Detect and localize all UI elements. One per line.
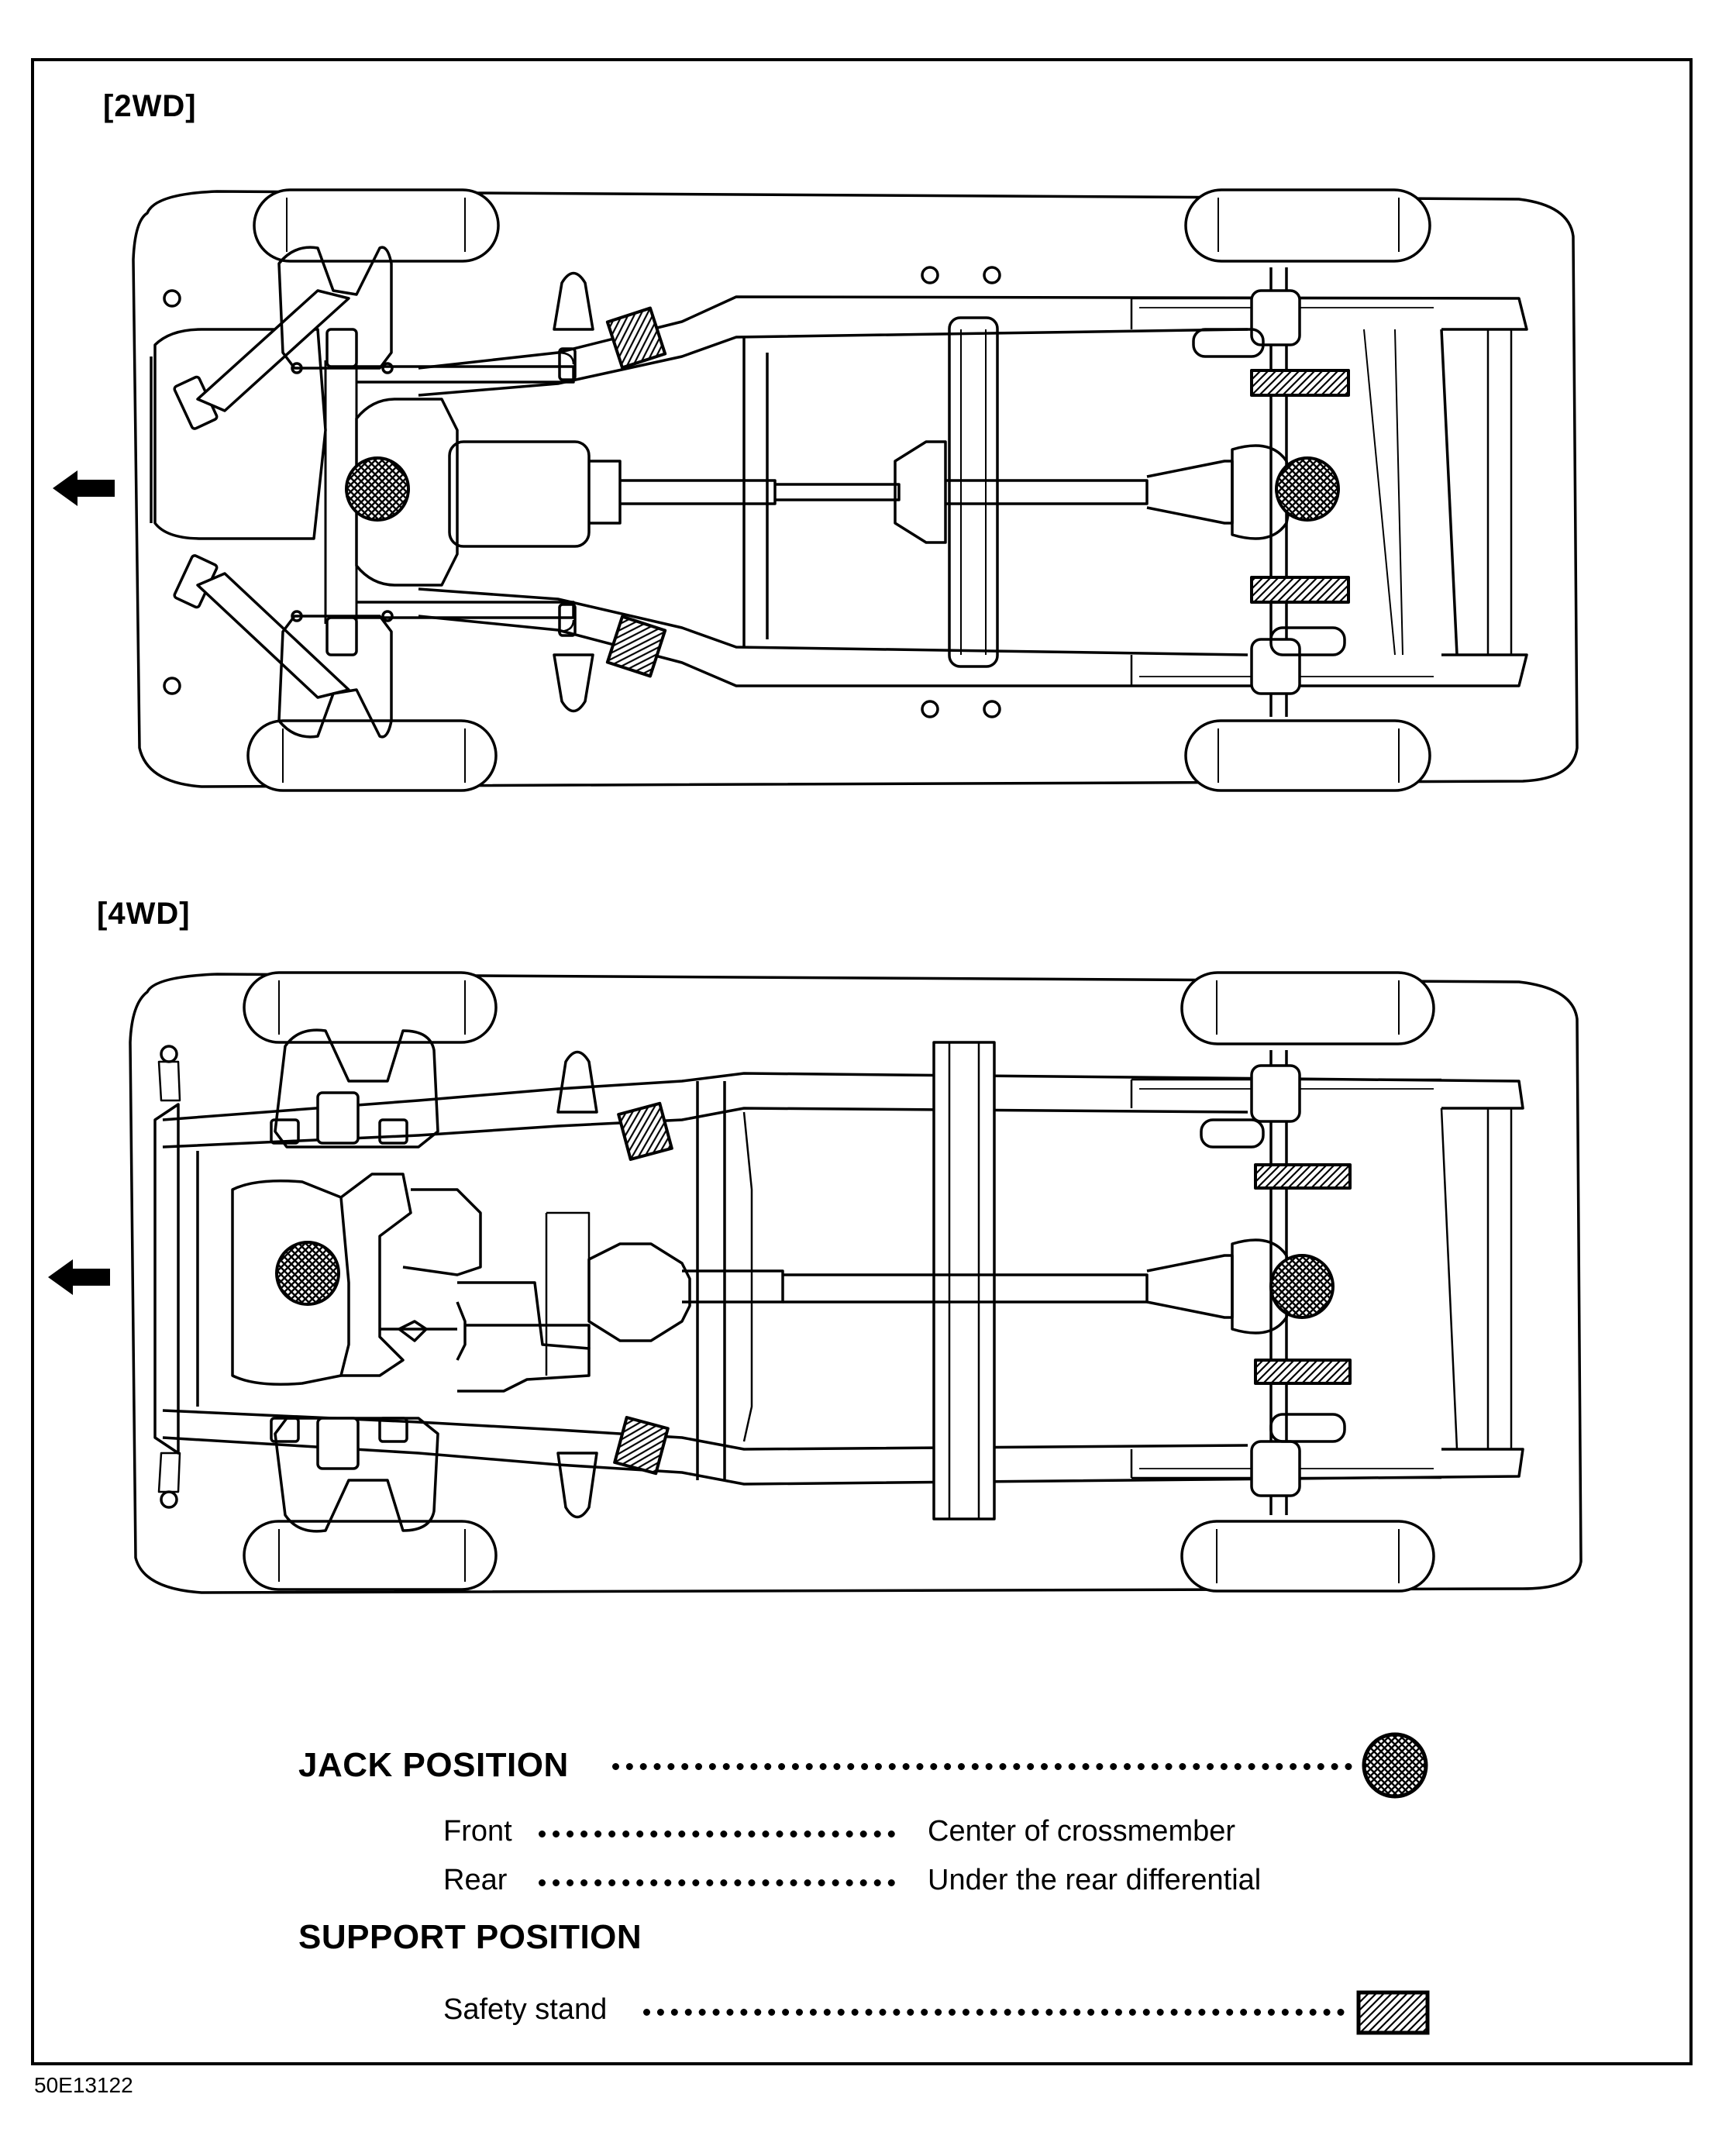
- legend-front-leader: [539, 1831, 895, 1837]
- front-left-wheel-4wd: [243, 971, 498, 1044]
- legend-jack-front-label: Front: [443, 1815, 512, 1848]
- variant-label-4wd: [4WD]: [97, 897, 191, 931]
- vehicle-body-outline-4wd: [129, 973, 1583, 1594]
- frame-rails-2wd: [418, 295, 1528, 687]
- legend-jack-heading: JACK POSITION: [298, 1746, 569, 1784]
- safety-stand-front-right-2wd: [605, 615, 667, 678]
- hatched-rectangle-icon: [1356, 1990, 1430, 2035]
- rear-left-wheel-4wd: [1180, 971, 1435, 1045]
- jack-point-front-4wd: [275, 1241, 340, 1306]
- rear-right-wheel-4wd: [1180, 1520, 1435, 1593]
- body-mounts-2wd: [553, 266, 1001, 718]
- vehicle-body-outline-2wd: [132, 190, 1579, 788]
- driveline-4wd: [545, 1050, 1346, 1515]
- jack-point-rear-2wd: [1275, 456, 1340, 522]
- driveline-2wd: [775, 267, 1346, 717]
- safety-stand-rear-right-4wd: [1254, 1359, 1352, 1385]
- legend-support-heading: SUPPORT POSITION: [298, 1918, 642, 1956]
- front-right-wheel: [246, 719, 498, 792]
- variant-label-2wd: [2WD]: [103, 89, 197, 123]
- safety-stand-front-right-4wd: [613, 1416, 670, 1476]
- front-right-wheel-4wd: [243, 1520, 498, 1591]
- diagram-frame: [31, 58, 1693, 2065]
- body-mounts-4wd: [556, 1050, 598, 1519]
- crossmember-4wd: [932, 1041, 996, 1521]
- rear-right-wheel: [1184, 719, 1431, 792]
- legend-jack-rear-value: Under the rear differential: [928, 1864, 1262, 1896]
- legend-jack-front-value: Center of crossmember: [928, 1815, 1236, 1848]
- safety-stand-front-left-4wd: [617, 1101, 673, 1161]
- legend-stand-label: Safety stand: [443, 1993, 608, 2026]
- safety-stand-front-left-2wd: [605, 306, 667, 370]
- crosshatched-circle-icon: [1362, 1732, 1428, 1799]
- chassis-diagram-4wd: [129, 971, 1583, 1594]
- rear-left-wheel: [1184, 188, 1431, 263]
- legend-jack-rear-label: Rear: [443, 1864, 508, 1896]
- engine-transmission-2wd: [355, 347, 777, 637]
- safety-stand-rear-left-4wd: [1254, 1163, 1352, 1190]
- legend-rear-leader: [539, 1879, 895, 1886]
- crossmembers-2wd: [948, 316, 1403, 668]
- left-arrow-icon: [48, 1258, 113, 1300]
- jack-point-front-2wd: [345, 456, 410, 522]
- safety-stand-rear-right-2wd: [1250, 576, 1350, 604]
- chassis-diagram-2wd: [132, 188, 1579, 792]
- front-suspension-4wd: [157, 1028, 591, 1533]
- front-left-wheel: [253, 188, 500, 263]
- legend-stand-leader: [643, 2009, 1345, 2016]
- left-arrow-icon: [53, 469, 118, 511]
- safety-stand-rear-left-2wd: [1250, 369, 1350, 397]
- figure-code: 50E13122: [34, 2073, 133, 2097]
- front-suspension-2wd: [150, 246, 575, 739]
- legend-jack-leader: [612, 1763, 1352, 1770]
- jack-point-rear-4wd: [1269, 1254, 1335, 1319]
